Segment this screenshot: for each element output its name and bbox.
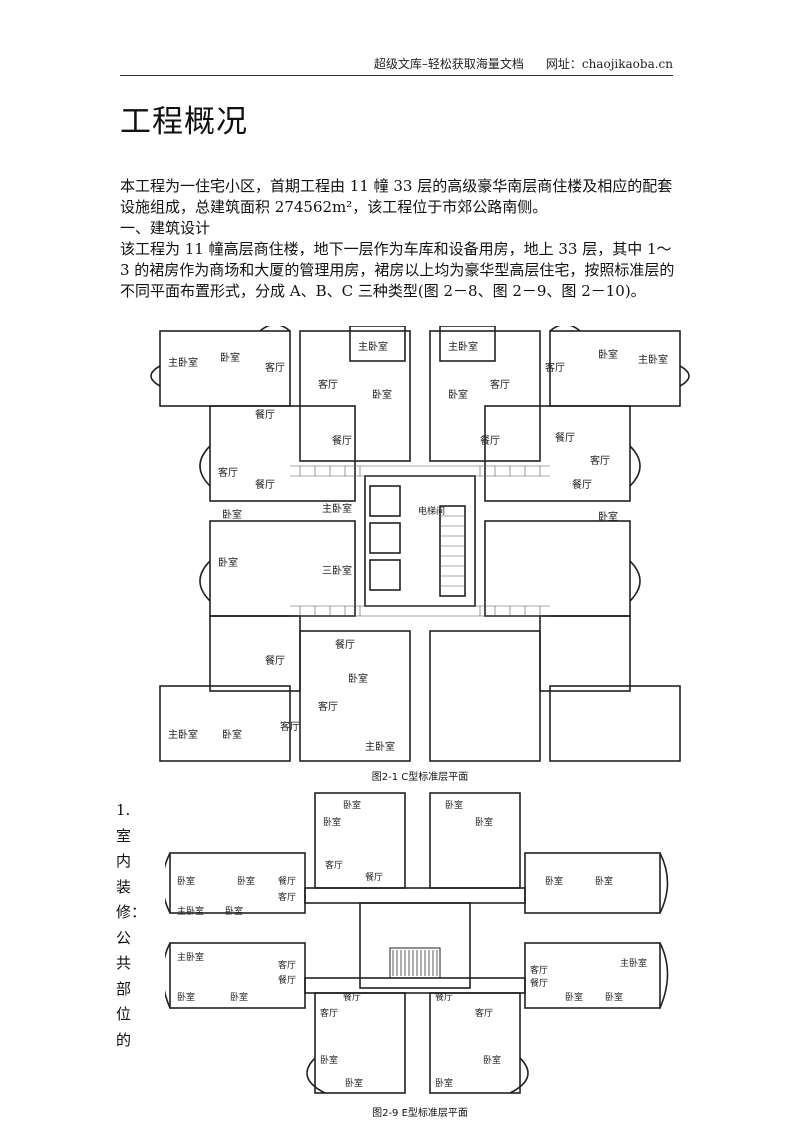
- room-label: 卧室: [177, 875, 195, 887]
- room-label: 客厅: [320, 1007, 338, 1019]
- room-label: 客厅: [318, 700, 338, 713]
- room-label: 卧室: [598, 348, 618, 361]
- header-right-text: 网址：chaojikaoba.cn: [545, 57, 673, 71]
- room-label: 卧室: [177, 991, 195, 1003]
- page-title: 工程概况: [120, 104, 248, 140]
- room-label: 餐厅: [265, 654, 285, 667]
- room-label: 卧室: [372, 388, 392, 401]
- room-label: 三卧室: [322, 564, 352, 577]
- room-label: 主卧室: [448, 340, 478, 353]
- room-label: 客厅: [325, 859, 343, 871]
- header-left-text: 超级文库–轻松获取海量文档: [373, 57, 524, 71]
- room-label: 卧室: [475, 816, 493, 828]
- floor-plan-figure-2: 卧室 卧室 卧室 卧室 客厅 餐厅 卧室 主卧室 卧室 卧室 餐厅 客厅 主卧室…: [165, 792, 669, 1094]
- room-label: 主卧室: [620, 957, 647, 969]
- section-heading: 一、建筑设计: [120, 219, 211, 237]
- intro-paragraph: 本工程为一住宅小区，首期工程由 11 幢 33 层的高级豪华南层商住楼及相应的配…: [120, 177, 673, 216]
- room-label: 主卧室: [168, 728, 198, 741]
- room-label: 电梯间: [418, 505, 445, 517]
- room-label: 客厅: [280, 720, 300, 733]
- room-label: 客厅: [278, 891, 296, 903]
- figure-1-caption: 图2-1 C型标准层平面: [371, 772, 469, 783]
- room-label: 卧室: [348, 672, 368, 685]
- floor-plan-figure-1: 主卧室 卧室 客厅 餐厅 主卧室 卧室 客厅 餐厅 主卧室 卧室 客厅 餐厅 主…: [150, 326, 690, 762]
- room-label: 客厅: [318, 378, 338, 391]
- room-label: 卧室: [222, 728, 242, 741]
- room-label: 卧室: [345, 1077, 363, 1089]
- room-label: 卧室: [222, 508, 242, 521]
- room-label: 卧室: [605, 991, 623, 1003]
- room-label: 客厅: [278, 959, 296, 971]
- room-label: 卧室: [595, 875, 613, 887]
- room-label: 主卧室: [638, 353, 668, 366]
- room-label: 主卧室: [168, 356, 198, 369]
- room-label: 卧室: [225, 905, 243, 917]
- room-label: 卧室: [237, 875, 255, 887]
- room-label: 餐厅: [530, 977, 548, 989]
- room-label: 客厅: [490, 378, 510, 391]
- room-label: 客厅: [218, 466, 238, 479]
- room-label: 卧室: [343, 799, 361, 811]
- room-label: 主卧室: [358, 340, 388, 353]
- room-label: 客厅: [475, 1007, 493, 1019]
- room-label: 餐厅: [480, 434, 500, 447]
- room-label: 主卧室: [177, 951, 204, 963]
- room-label: 主卧室: [322, 502, 352, 515]
- room-label: 卧室: [323, 816, 341, 828]
- room-label: 客厅: [530, 964, 548, 976]
- room-label: 卧室: [220, 351, 240, 364]
- room-label: 餐厅: [332, 434, 352, 447]
- room-label: 餐厅: [572, 478, 592, 491]
- room-label: 客厅: [545, 361, 565, 374]
- room-label: 主卧室: [365, 740, 395, 753]
- side-text: 1.室内装修：公共部位的: [116, 801, 147, 1049]
- room-label: 餐厅: [255, 408, 275, 421]
- room-label: 客厅: [590, 454, 610, 467]
- room-label: 卧室: [445, 799, 463, 811]
- figure-2-caption: 图2-9 E型标准层平面: [372, 1108, 468, 1119]
- room-label: 卧室: [565, 991, 583, 1003]
- room-label: 餐厅: [343, 991, 361, 1003]
- room-label: 卧室: [320, 1054, 338, 1066]
- room-label: 主卧室: [177, 905, 204, 917]
- page-header: 超级文库–轻松获取海量文档 网址：chaojikaoba.cn: [120, 55, 673, 76]
- room-label: 餐厅: [278, 875, 296, 887]
- room-label: 卧室: [598, 510, 618, 523]
- room-label: 餐厅: [335, 638, 355, 651]
- room-label: 卧室: [230, 991, 248, 1003]
- room-label: 卧室: [435, 1077, 453, 1089]
- design-paragraph: 该工程为 11 幢高层商住楼，地下一层作为车库和设备用房，地上 33 层，其中 …: [120, 240, 675, 300]
- room-label: 卧室: [218, 556, 238, 569]
- room-label: 餐厅: [365, 871, 383, 883]
- room-label: 客厅: [265, 361, 285, 374]
- room-label: 餐厅: [435, 991, 453, 1003]
- room-label: 卧室: [483, 1054, 501, 1066]
- room-label: 卧室: [545, 875, 563, 887]
- room-label: 餐厅: [255, 478, 275, 491]
- room-label: 餐厅: [278, 974, 296, 986]
- room-label: 卧室: [448, 388, 468, 401]
- room-label: 餐厅: [555, 431, 575, 444]
